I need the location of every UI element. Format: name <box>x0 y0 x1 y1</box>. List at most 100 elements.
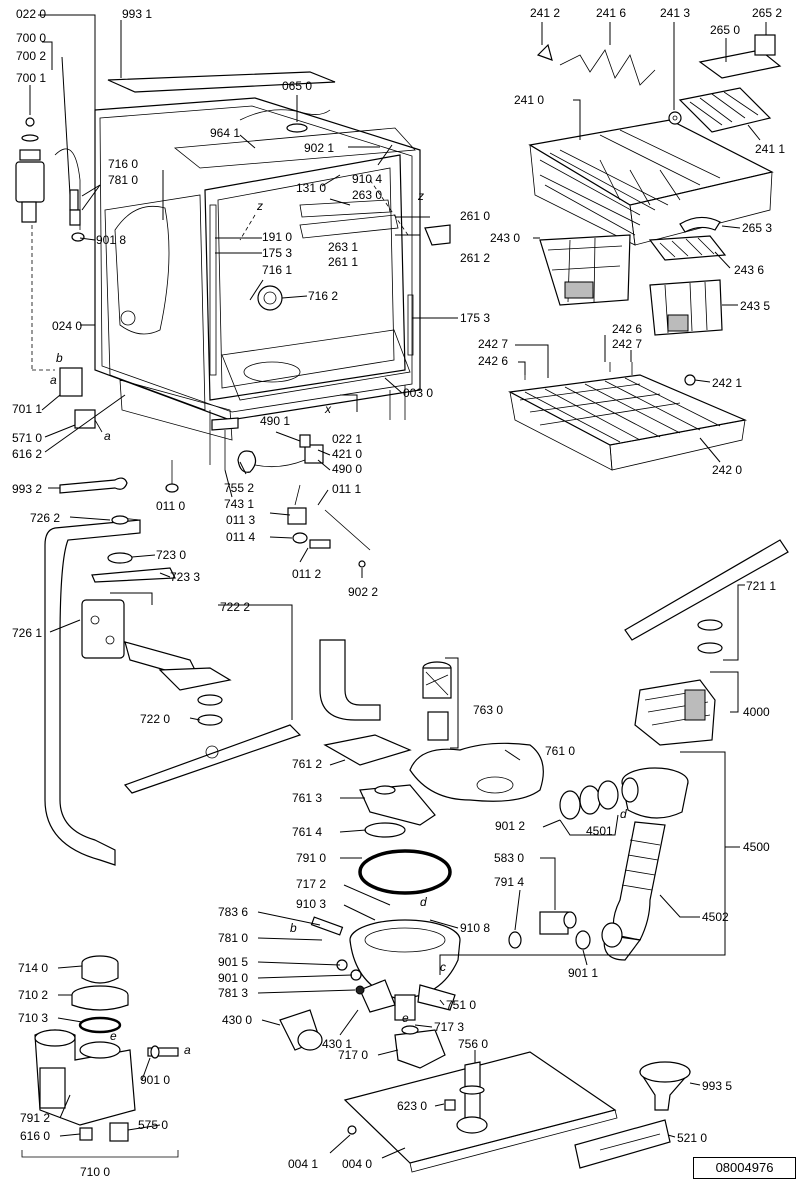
callout: 022 0 <box>16 7 46 21</box>
callout: 243 0 <box>490 231 520 245</box>
cutlery-basket-drawing <box>539 216 727 336</box>
callout: 265 2 <box>752 6 782 20</box>
callout: 901 8 <box>96 233 126 247</box>
callout: 901 2 <box>495 819 525 833</box>
callout: 583 0 <box>494 851 524 865</box>
callout: 791 2 <box>20 1111 50 1125</box>
callout: 717 0 <box>338 1048 368 1062</box>
callout: 011 2 <box>292 567 321 581</box>
callout: 241 6 <box>596 6 626 20</box>
callout: 700 1 <box>16 71 46 85</box>
callout: 265 0 <box>710 23 740 37</box>
callout: 241 0 <box>514 93 544 107</box>
letter-marker: z <box>417 189 424 203</box>
callout: 616 0 <box>20 1129 50 1143</box>
callout: 910 3 <box>296 897 326 911</box>
callout: 722 2 <box>220 600 250 614</box>
callout: 761 0 <box>545 744 575 758</box>
callout: 901 5 <box>218 955 248 969</box>
callout: 004 1 <box>288 1157 318 1171</box>
callout: 011 4 <box>226 530 255 544</box>
callout: 175 3 <box>262 246 292 260</box>
callout: 261 1 <box>328 255 358 269</box>
callout: 910 8 <box>460 921 490 935</box>
leader-lines <box>29 14 767 1159</box>
letter-marker: d <box>420 895 427 909</box>
callout: 242 0 <box>712 463 742 477</box>
callout: 4502 <box>702 910 729 924</box>
callout: 575 0 <box>138 1118 168 1132</box>
callout: 726 1 <box>12 626 42 640</box>
letter-marker: d <box>620 807 627 821</box>
callout: 004 0 <box>342 1157 372 1171</box>
callout: 993 1 <box>122 7 152 21</box>
callout: 761 4 <box>292 825 322 839</box>
callout: 241 1 <box>755 142 785 156</box>
callout: 761 3 <box>292 791 322 805</box>
callout: 616 2 <box>12 447 42 461</box>
callout: 175 3 <box>460 311 490 325</box>
callout: 714 0 <box>18 961 48 975</box>
callout: 4500 <box>743 840 770 854</box>
callout: 243 6 <box>734 263 764 277</box>
callout: 756 0 <box>458 1037 488 1051</box>
callout: 721 1 <box>746 579 776 593</box>
tub-cabinet-drawing <box>94 71 451 465</box>
callout: 783 6 <box>218 905 248 919</box>
callout: 791 4 <box>494 875 524 889</box>
callout: 751 0 <box>446 998 476 1012</box>
callout-labels: 022 0 993 1 700 0 700 2 700 1 065 0 964 … <box>12 6 785 1179</box>
letter-marker: x <box>324 402 332 416</box>
callout: 717 2 <box>296 877 326 891</box>
callout: 763 0 <box>473 703 503 717</box>
callout: 700 2 <box>16 49 46 63</box>
callout: 993 2 <box>12 482 42 496</box>
inlet-parts-drawing <box>15 117 128 494</box>
letter-marker: a <box>184 1043 191 1057</box>
drawing-code-label: 08004976 <box>693 1157 796 1179</box>
upper-basket-drawing <box>528 34 782 246</box>
callout: 024 0 <box>52 319 82 333</box>
letter-marker: e <box>110 1029 117 1043</box>
callout: 131 0 <box>296 181 326 195</box>
letter-marker: e <box>402 1011 409 1025</box>
callout: 243 5 <box>740 299 770 313</box>
letter-marker: z <box>256 199 263 213</box>
callout: 430 1 <box>322 1037 352 1051</box>
callout: 723 3 <box>170 570 200 584</box>
callout: 623 0 <box>397 1099 427 1113</box>
callout: 710 0 <box>80 1165 110 1179</box>
callout: 011 3 <box>226 513 255 527</box>
callout: 261 2 <box>460 251 490 265</box>
callout: 993 5 <box>702 1079 732 1093</box>
letter-markers: b a a z z x b c d d e e a <box>50 189 627 1057</box>
callout: 065 0 <box>282 79 312 93</box>
callout: 710 2 <box>18 988 48 1002</box>
callout: 571 0 <box>12 431 42 445</box>
callout: 261 0 <box>460 209 490 223</box>
callout: 011 0 <box>156 499 185 513</box>
water-softener-hose-drawing <box>559 679 716 961</box>
callout: 003 0 <box>403 386 433 400</box>
callout: 901 0 <box>218 971 248 985</box>
base-tray-drawing <box>343 1051 691 1173</box>
callout: 902 1 <box>304 141 334 155</box>
callout: 716 0 <box>108 157 138 171</box>
lower-basket-drawing <box>508 362 748 471</box>
callout: 781 0 <box>218 931 248 945</box>
salt-container-drawing <box>21 955 179 1158</box>
callout: 490 0 <box>332 462 362 476</box>
callout: 242 6 <box>478 354 508 368</box>
callout: 430 0 <box>222 1013 252 1027</box>
callout: 717 3 <box>434 1020 464 1034</box>
callout: 701 1 <box>12 402 42 416</box>
callout: 791 0 <box>296 851 326 865</box>
callout: 011 1 <box>332 482 361 496</box>
callout: 716 1 <box>262 263 292 277</box>
callout: 964 1 <box>210 126 240 140</box>
callout: 490 1 <box>260 414 290 428</box>
callout: 242 7 <box>478 337 508 351</box>
callout: 241 3 <box>660 6 690 20</box>
callout: 743 1 <box>224 497 254 511</box>
